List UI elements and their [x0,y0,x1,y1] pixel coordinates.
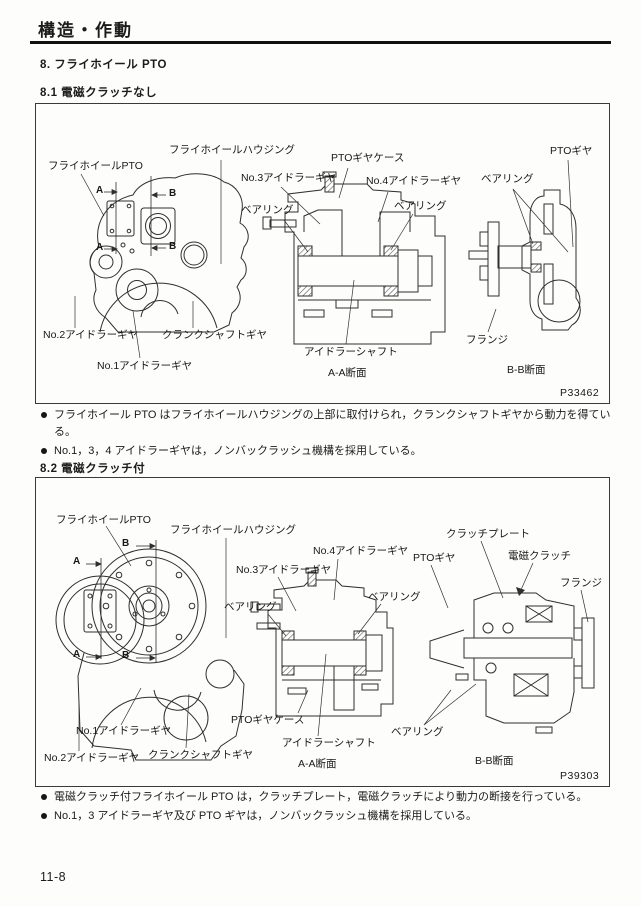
bullet-icon [41,794,47,800]
em-clutch-label: 電磁クラッチ [508,550,571,562]
note-text: No.1，3 アイドラーギヤ及び PTO ギヤは，ノンバックラッシュ機構を採用し… [54,810,478,823]
no1-idler-gear-label: No.1アイドラーギヤ [76,725,172,737]
bearing-label: ベアリング [391,726,444,738]
flywheel-housing-label: フライホイールハウジング [169,144,295,156]
section-81-heading: 8.1 電磁クラッチなし [40,87,158,99]
bearing-label: ベアリング [481,173,534,185]
no4-idler-gear-label: No.4アイドラーギヤ [313,545,409,557]
pto-gear-case-label: PTOギヤケース [331,152,405,164]
note-item: No.1，3 アイドラーギヤ及び PTO ギヤは，ノンバックラッシュ機構を採用し… [40,808,612,825]
figure-code: P33462 [560,387,600,399]
section-marker-a: A [73,649,81,660]
section-bb-label: B-B断面 [475,755,514,767]
section-bb-drawing [468,189,581,331]
section-marker-a: A [96,242,104,253]
section-marker-b: B [169,188,177,199]
figure-82-drawing [55,525,595,761]
pto-gear-label: PTOギヤ [413,552,456,564]
section-marker-b: B [122,538,130,549]
figure-code: P39303 [560,770,600,782]
em-clutch-arrowhead [516,587,525,596]
pto-gear-case-label: PTOギヤケース [231,714,305,726]
bearing-label: ベアリング [241,204,294,216]
leader-lines [78,525,589,751]
title-rule [30,41,611,44]
notes-81: フライホイール PTO はフライホイールハウジングの上部に取付けられ，クランクシ… [40,407,612,462]
note-text: 電磁クラッチ付フライホイール PTO は，クラッチプレート，電磁クラッチにより動… [54,791,588,803]
bearing-label: ベアリング [224,601,277,613]
section-82-heading: 8.2 電磁クラッチ付 [40,463,146,475]
flange-label: フランジ [560,577,602,589]
no3-idler-gear-label: No.3アイドラーギヤ [241,172,337,184]
section-line-markers [86,540,157,662]
bearing-label: ベアリング [368,591,421,603]
idler-shaft-label: アイドラーシャフト [282,737,376,749]
idler-shaft-label: アイドラーシャフト [304,346,398,358]
leader-lines [74,159,574,359]
front-view-drawing [89,173,249,333]
flywheel-housing-label: フライホイールハウジング [170,524,296,536]
section-aa-label: A-A断面 [298,758,337,770]
front-view-drawing [55,548,245,761]
bullet-icon [41,813,47,820]
note-item: 電磁クラッチ付フライホイール PTO は，クラッチプレート，電磁クラッチにより動… [40,789,612,806]
section-aa-label: A-A断面 [328,367,367,379]
pto-gear-label: PTOギヤ [550,145,593,157]
no1-idler-gear-label: No.1アイドラーギヤ [97,360,193,372]
bullet-icon [41,412,47,418]
section-aa-drawing [262,171,446,345]
page-title: 構造・作動 [38,21,133,40]
clutch-plate-label: クラッチプレート [446,528,530,540]
flywheel-pto-label: フライホイールPTO [56,514,151,526]
crankshaft-gear-label: クランクシャフトギヤ [148,749,253,761]
no4-idler-gear-label: No.4アイドラーギヤ [366,175,462,187]
flange-label: フランジ [466,334,508,346]
note-text: No.1，3，4 アイドラーギヤは，ノンバックラッシュ機構を採用している。 [54,445,422,458]
note-item: フライホイール PTO はフライホイールハウジングの上部に取付けられ，クランクシ… [40,407,612,441]
flywheel-pto-label: フライホイールPTO [48,160,143,172]
no2-idler-gear-label: No.2アイドラーギヤ [43,329,139,341]
figure-81-drawing [74,159,581,359]
figure-81: フライホイールPTO フライホイールハウジング PTOギヤケース No.3アイド… [35,103,610,404]
section-marker-a: A [73,556,81,567]
section-marker-b: B [122,650,130,661]
no2-idler-gear-label: No.2アイドラーギヤ [44,752,140,764]
section-line-markers [104,176,166,256]
section-aa-drawing [250,567,394,717]
note-text: フライホイール PTO はフライホイールハウジングの上部に取付けられ，クランクシ… [54,409,611,439]
no3-idler-gear-label: No.3アイドラーギヤ [236,564,332,576]
section-bb-drawing [429,592,595,734]
note-item: No.1，3，4 アイドラーギヤは，ノンバックラッシュ機構を採用している。 [40,443,612,460]
section-marker-a: A [96,185,104,196]
figure-82: フライホイールPTO フライホイールハウジング No.4アイドラーギヤ No.3… [35,477,610,787]
crankshaft-gear-label: クランクシャフトギヤ [162,329,267,341]
section-8-heading: 8. フライホイール PTO [40,59,167,71]
page-number: 11-8 [40,870,67,884]
section-bb-label: B-B断面 [507,364,546,376]
bearing-label: ベアリング [394,200,447,212]
bullet-icon [41,448,47,455]
notes-82: 電磁クラッチ付フライホイール PTO は，クラッチプレート，電磁クラッチにより動… [40,789,612,827]
section-marker-b: B [169,241,177,252]
